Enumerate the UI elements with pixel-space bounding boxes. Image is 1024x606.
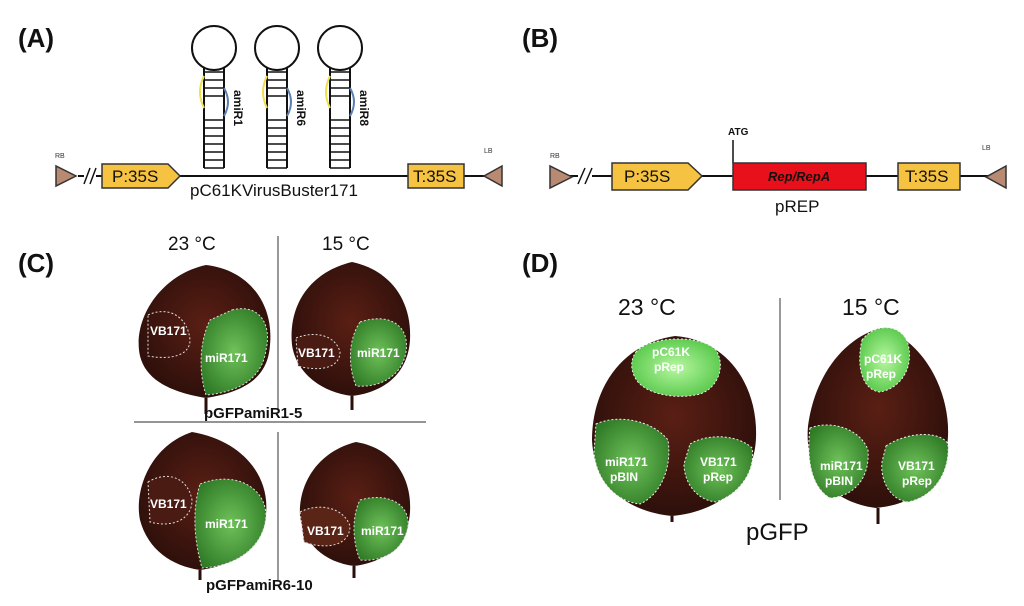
a-right-border-arrow	[55, 164, 78, 188]
d-r-top-line1: pC61K	[864, 352, 902, 366]
d-r-left-line2: pBIN	[825, 474, 853, 488]
a-hairpin-1	[191, 25, 237, 169]
d-leaf-23c	[592, 336, 757, 522]
a-break-mark	[83, 166, 97, 186]
d-l-left-line1: miR171	[605, 455, 648, 469]
panel-a: (A) RB P:35S	[18, 23, 503, 200]
c-tr-mir-label: miR171	[357, 346, 400, 360]
d-l-right-line1: VB171	[700, 455, 737, 469]
a-amir-label-3: amiR8	[357, 90, 371, 126]
b-gene-label: Rep/RepA	[768, 169, 830, 184]
b-rb-label: RB	[550, 153, 560, 160]
a-lb-label: LB	[484, 148, 493, 155]
c-bl-mir-label: miR171	[205, 517, 248, 531]
b-atg-label: ATG	[728, 127, 749, 138]
a-terminator-label: T:35S	[413, 167, 456, 186]
a-terminator-box	[407, 163, 465, 189]
b-break-mark	[577, 166, 593, 186]
d-l-left-line2: pBIN	[610, 470, 638, 484]
panel-d-label: (D)	[522, 248, 558, 278]
d-l-right-line2: pRep	[703, 470, 733, 484]
a-left-border-arrow	[482, 164, 503, 188]
d-l-top-line2: pRep	[654, 360, 684, 374]
c-br-vb-label: VB171	[307, 524, 344, 538]
a-hairpin-2	[254, 25, 300, 169]
a-amir-label-2: amiR6	[294, 90, 308, 126]
a-hairpin-3	[317, 25, 363, 169]
b-lb-label: LB	[982, 145, 991, 152]
a-promoter-label: P:35S	[112, 167, 158, 186]
panel-c: (C) 23 °C 15 °C VB171 miR171 VB171 miR17…	[18, 234, 426, 594]
b-promoter-box	[611, 162, 704, 191]
c-tl-mir-label: miR171	[205, 351, 248, 365]
d-r-top-line2: pRep	[866, 367, 896, 381]
d-r-left-line1: miR171	[820, 459, 863, 473]
panel-b: (B) RB P:35S ATG Rep/RepA T:35S LB pREP	[522, 23, 1007, 216]
c-leaf-23c-amir6-10	[138, 432, 267, 580]
c-line-bottom: pGFPamiR6-10	[206, 577, 313, 594]
d-l-top-line1: pC61K	[652, 345, 690, 359]
c-br-mir-label: miR171	[361, 524, 404, 538]
b-construct-name: pREP	[775, 197, 819, 216]
panel-d: (D) 23 °C 15 °C pC61K pRep miR171 pBIN V…	[522, 248, 949, 546]
d-r-right-line2: pRep	[902, 474, 932, 488]
c-temp-left: 23 °C	[168, 234, 216, 255]
c-tr-vb-label: VB171	[298, 346, 335, 360]
c-leaf-15c-amir1-5	[291, 262, 411, 410]
panel-a-label: (A)	[18, 23, 54, 53]
b-promoter-label: P:35S	[624, 167, 670, 186]
c-tl-vb-label: VB171	[150, 324, 187, 338]
d-leaf-15c	[807, 327, 949, 524]
d-line-name: pGFP	[746, 519, 809, 546]
c-line-top: pGFPamiR1-5	[204, 405, 302, 422]
panel-b-label: (B)	[522, 23, 558, 53]
c-bl-vb-label: VB171	[150, 497, 187, 511]
d-temp-right: 15 °C	[842, 294, 900, 320]
a-amir-label-1: amiR1	[231, 90, 245, 126]
b-left-border-arrow	[984, 164, 1007, 190]
a-promoter-box	[101, 163, 182, 189]
c-leaf-15c-amir6-10	[299, 442, 411, 578]
a-rb-label: RB	[55, 153, 65, 160]
b-gene-box	[732, 162, 867, 191]
a-construct-name: pC61KVirusBuster171	[190, 181, 358, 200]
c-leaf-23c-amir1-5	[138, 265, 271, 414]
d-temp-left: 23 °C	[618, 294, 676, 320]
d-r-right-line1: VB171	[898, 459, 935, 473]
b-right-border-arrow	[549, 164, 574, 190]
panel-c-label: (C)	[18, 248, 54, 278]
c-temp-right: 15 °C	[322, 234, 370, 255]
b-terminator-box	[897, 162, 961, 191]
b-terminator-label: T:35S	[905, 167, 948, 186]
